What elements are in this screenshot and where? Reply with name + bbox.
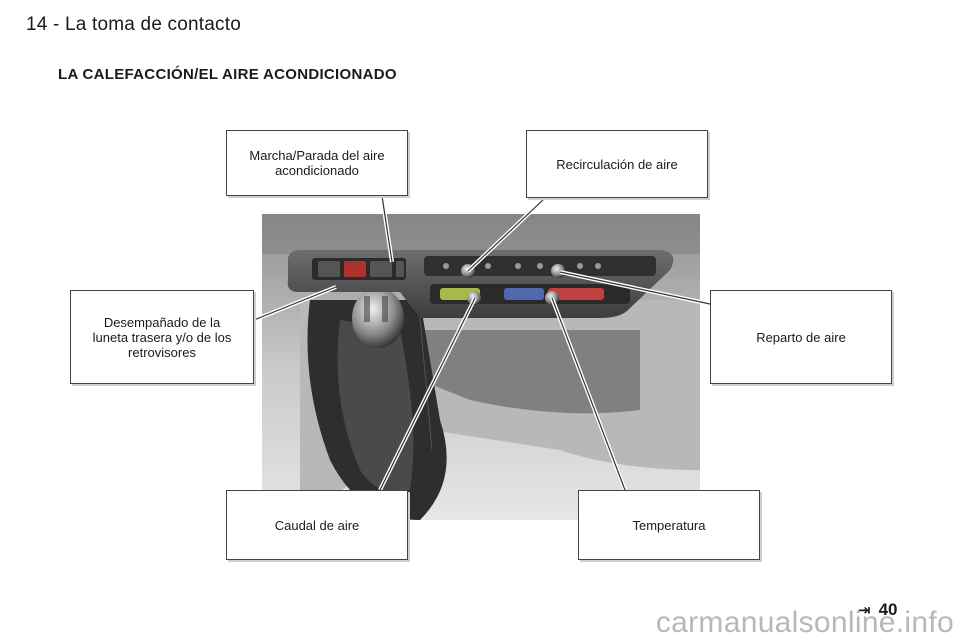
callout-temperature-text: Temperatura bbox=[632, 517, 706, 533]
page-nav[interactable]: ⇥ 40 bbox=[858, 600, 898, 620]
leader-recirculation bbox=[467, 197, 546, 272]
callout-demist: Desempañado de la luneta trasera y/o de … bbox=[70, 290, 254, 384]
leader-ac-toggle bbox=[381, 195, 393, 263]
callout-distribution-text: Reparto de aire bbox=[756, 329, 846, 345]
page-number: 40 bbox=[878, 600, 898, 619]
callout-recirculation-text: Recirculación de aire bbox=[556, 156, 678, 172]
callout-recirculation: Recirculación de aire bbox=[526, 130, 708, 198]
section-title: LA CALEFACCIÓN/EL AIRE ACONDICIONADO bbox=[58, 66, 397, 83]
callout-airflow-text: Caudal de aire bbox=[274, 517, 360, 533]
watermark: carmanualsonline.info bbox=[655, 606, 954, 639]
callout-demist-text: Desempañado de la luneta trasera y/o de … bbox=[92, 314, 232, 360]
callout-distribution: Reparto de aire bbox=[710, 290, 892, 384]
skip-forward-icon[interactable]: ⇥ bbox=[858, 602, 871, 619]
distribution-knob bbox=[551, 264, 565, 278]
leader-demist bbox=[253, 286, 337, 321]
callout-ac-toggle-text: Marcha/Parada del aire acondicionado bbox=[249, 148, 385, 178]
leader-temperature bbox=[551, 297, 626, 491]
leader-airflow bbox=[379, 297, 476, 491]
leader-distribution bbox=[559, 271, 711, 305]
gear-knob bbox=[352, 288, 404, 348]
callout-ac-toggle: Marcha/Parada del aire acondicionado bbox=[226, 130, 408, 196]
callout-temperature: Temperatura bbox=[578, 490, 760, 560]
callout-airflow: Caudal de aire bbox=[226, 490, 408, 560]
page-header: 14 - La toma de contacto bbox=[26, 14, 241, 35]
